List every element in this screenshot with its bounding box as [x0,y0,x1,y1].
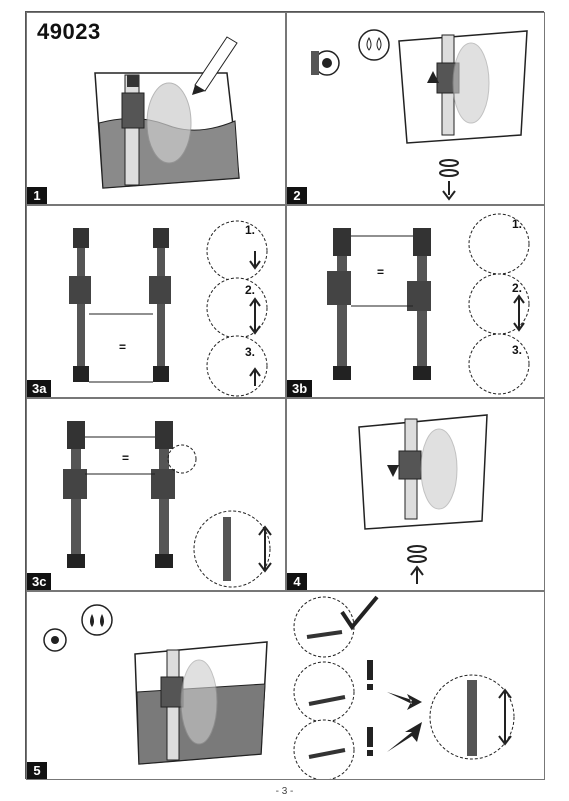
stop-valve-icon [311,50,340,76]
substep-3: 3. [245,345,255,359]
fill-valve-right [149,228,171,382]
substep-2: 2. [245,283,255,297]
level-too-high-detail [293,719,373,779]
warning-icon [367,727,373,747]
reinstall-valve-illustration [358,414,488,584]
up-down-arrow-icon [498,688,512,746]
checkmark-icon [340,595,379,631]
equal-sign: = [122,451,129,465]
step-label: 3a [27,380,52,397]
substep-1: 1. [512,217,522,231]
height-adjust-3a-illustration: = 1. 2. 3. [69,220,268,397]
valve-adjust-detail [429,674,515,760]
fill-valve-left [69,228,91,382]
step-5-panel: 5 [26,591,545,780]
step-3c-panel: = 3c [26,398,286,591]
level-too-low-detail [293,660,373,723]
product-code: 49023 [37,19,101,44]
fill-valve-right [407,228,431,380]
equal-sign: = [119,340,126,354]
step-1-panel: 49023 1 [26,12,286,205]
equal-sign: = [377,265,384,279]
down-arrow-icon [249,251,261,270]
arrow-icon [387,722,422,752]
water-shutoff-remove-illustration [311,29,528,201]
pencil-icon [192,36,238,95]
substep-3: 3. [512,343,522,357]
level-ok-detail [293,595,379,658]
fill-valve-right [151,421,175,568]
substep-1: 1. [245,223,255,237]
step-label: 3c [27,573,52,590]
step-label: 4 [287,573,307,590]
arrow-icon [387,692,422,710]
water-drops-icon [81,604,113,636]
step-2-panel: 2 [286,12,545,205]
up-arrow-icon [249,367,261,386]
cistern-fill-illustration [94,36,240,189]
fill-valve-left [63,421,87,568]
step-label: 1 [27,187,47,204]
instruction-page: 49023 1 [25,11,545,780]
height-adjust-3b-illustration: = 1. 2. 3. [327,213,530,395]
step-3a-panel: = 1. 2. 3. 3a [26,205,286,398]
fill-valve-left [327,228,351,380]
substep-2: 2. [512,281,522,295]
step-4-panel: 4 [286,398,545,591]
up-down-arrow-icon [258,525,272,573]
open-water-check-level-illustration [43,595,515,779]
up-down-arrow-icon [513,294,525,332]
water-drops-crossed-icon [358,29,390,61]
warning-icon [367,660,373,680]
step-3b-panel: = 1. 2. 3. 3b [286,205,545,398]
stop-valve-icon [43,628,67,652]
step-label: 5 [27,762,47,779]
step-label: 3b [287,380,313,397]
height-adjust-3c-illustration: = [63,421,272,588]
step-label: 2 [287,187,307,204]
up-down-arrow-icon [249,297,261,335]
page-number: - 3 - [275,786,294,797]
